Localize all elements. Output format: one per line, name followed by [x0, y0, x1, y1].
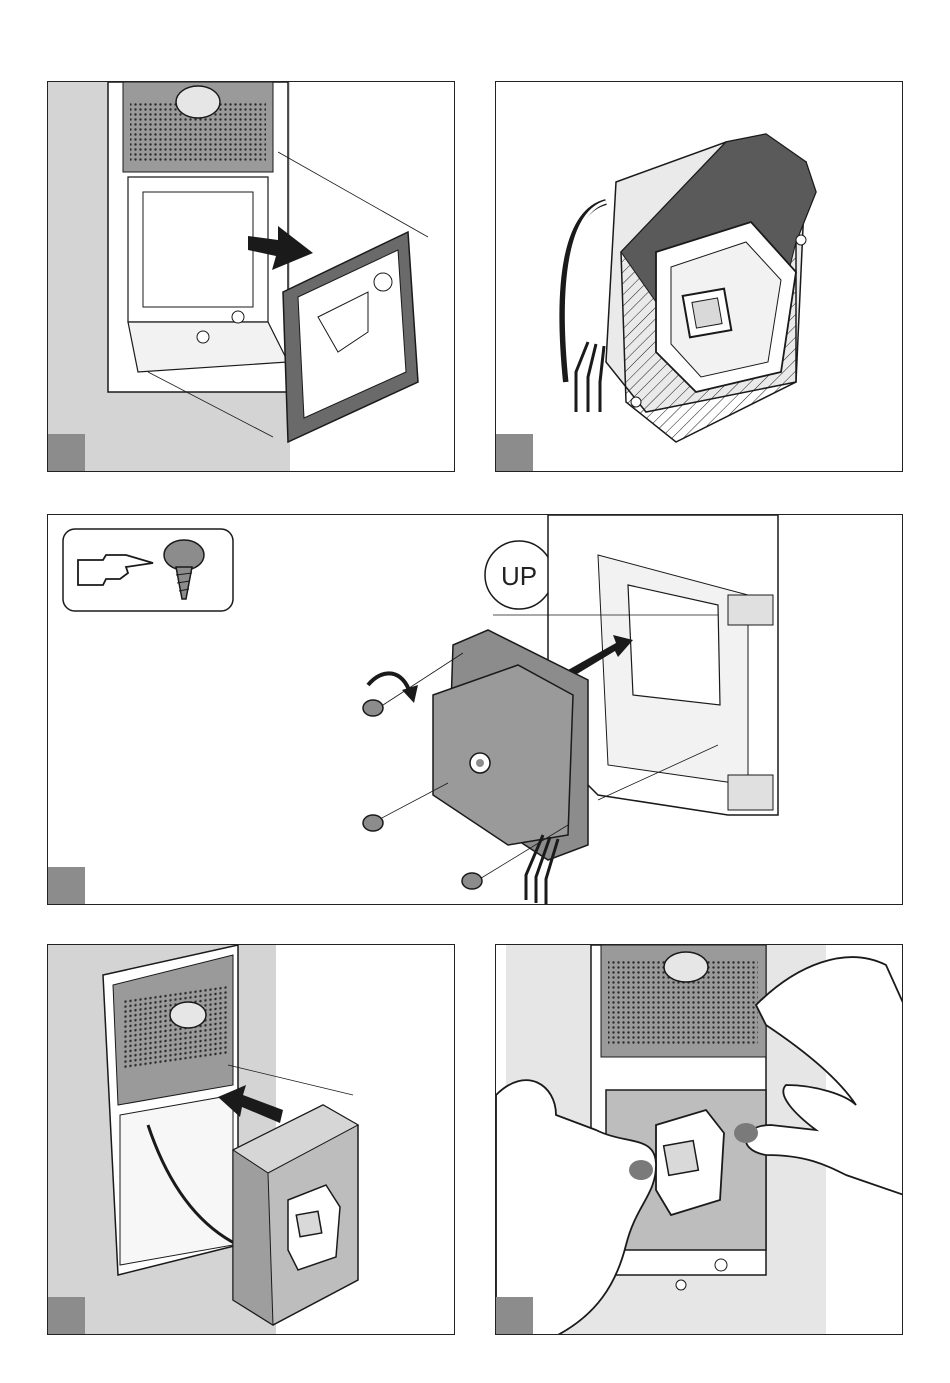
- up-label: UP: [501, 561, 537, 591]
- step-panel-5: [495, 944, 903, 1335]
- step-number-box: [48, 434, 85, 471]
- panel-5-illustration: [496, 945, 903, 1335]
- panel-1-illustration: [48, 82, 455, 472]
- step-number-box: [496, 1297, 533, 1334]
- step-number-box: [496, 434, 533, 471]
- step-number-box: [48, 867, 85, 904]
- panel-2-illustration: [496, 82, 903, 472]
- step-panel-3: UP: [47, 514, 903, 905]
- step-panel-4: [47, 944, 455, 1335]
- step-number-box: [48, 1297, 85, 1334]
- step-panel-2: [495, 81, 903, 472]
- step-panel-1: [47, 81, 455, 472]
- panel-3-illustration: UP: [48, 515, 903, 905]
- panel-4-illustration: [48, 945, 455, 1335]
